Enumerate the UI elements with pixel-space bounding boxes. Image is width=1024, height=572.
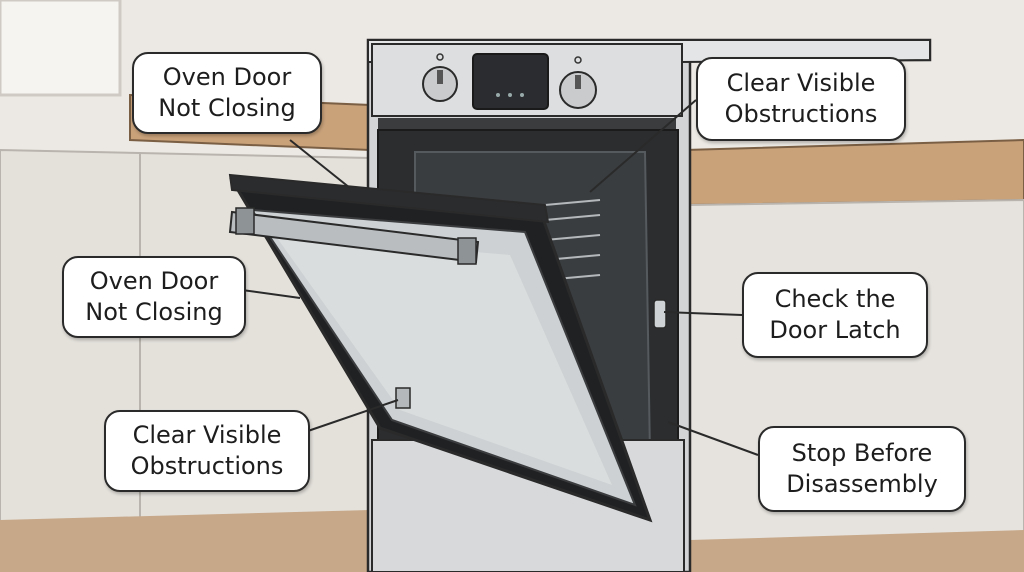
countertop-right — [684, 138, 1024, 207]
callout-low-left-line2: Obstructions — [130, 452, 284, 480]
door-latch[interactable] — [653, 299, 667, 329]
callout-top-right-line1: Clear Visible — [726, 69, 876, 97]
callout-low-right-line2: Disassembly — [786, 470, 938, 498]
callout-top-right-line2: Obstructions — [724, 100, 878, 128]
cabinet-right — [689, 198, 1024, 572]
callout-low-left: Clear Visible Obstructions — [104, 410, 310, 492]
knob-left-indicator — [437, 70, 443, 84]
floor-right — [690, 530, 1024, 572]
callout-top-right: Clear Visible Obstructions — [696, 57, 906, 141]
kitchen-window — [0, 0, 122, 97]
callout-mid-left-line2: Not Closing — [85, 298, 223, 326]
door-obstruction-point — [395, 387, 411, 409]
callout-mid-left-line1: Oven Door — [89, 267, 219, 295]
knob-right[interactable] — [559, 71, 597, 109]
callout-low-right-line1: Stop Before — [791, 439, 933, 467]
knob-right-indicator — [575, 75, 581, 89]
leader-lines — [241, 99, 759, 456]
knob-left-mark — [436, 53, 444, 61]
handle-mount-left — [235, 207, 255, 235]
callout-mid-right: Check the Door Latch — [742, 272, 928, 358]
display-dot-1 — [496, 93, 500, 97]
handle-mount-right — [457, 237, 477, 265]
oven-display — [472, 53, 549, 110]
callout-mid-right-line2: Door Latch — [769, 316, 901, 344]
oven-door-top-edge — [228, 173, 550, 224]
callout-top-left: Oven Door Not Closing — [132, 52, 322, 134]
floor-left — [0, 510, 370, 572]
callout-top-left-line2: Not Closing — [158, 94, 296, 122]
display-dot-3 — [520, 93, 524, 97]
callout-mid-left: Oven Door Not Closing — [62, 256, 246, 338]
callout-top-left-line1: Oven Door — [162, 63, 292, 91]
callout-low-left-line1: Clear Visible — [132, 421, 282, 449]
display-dot-2 — [508, 93, 512, 97]
knob-right-mark — [574, 56, 582, 64]
callout-mid-right-line1: Check the — [774, 285, 896, 313]
callout-low-right: Stop Before Disassembly — [758, 426, 966, 512]
oven-vent — [378, 118, 676, 130]
oven-door-glass-reflection — [275, 235, 612, 485]
